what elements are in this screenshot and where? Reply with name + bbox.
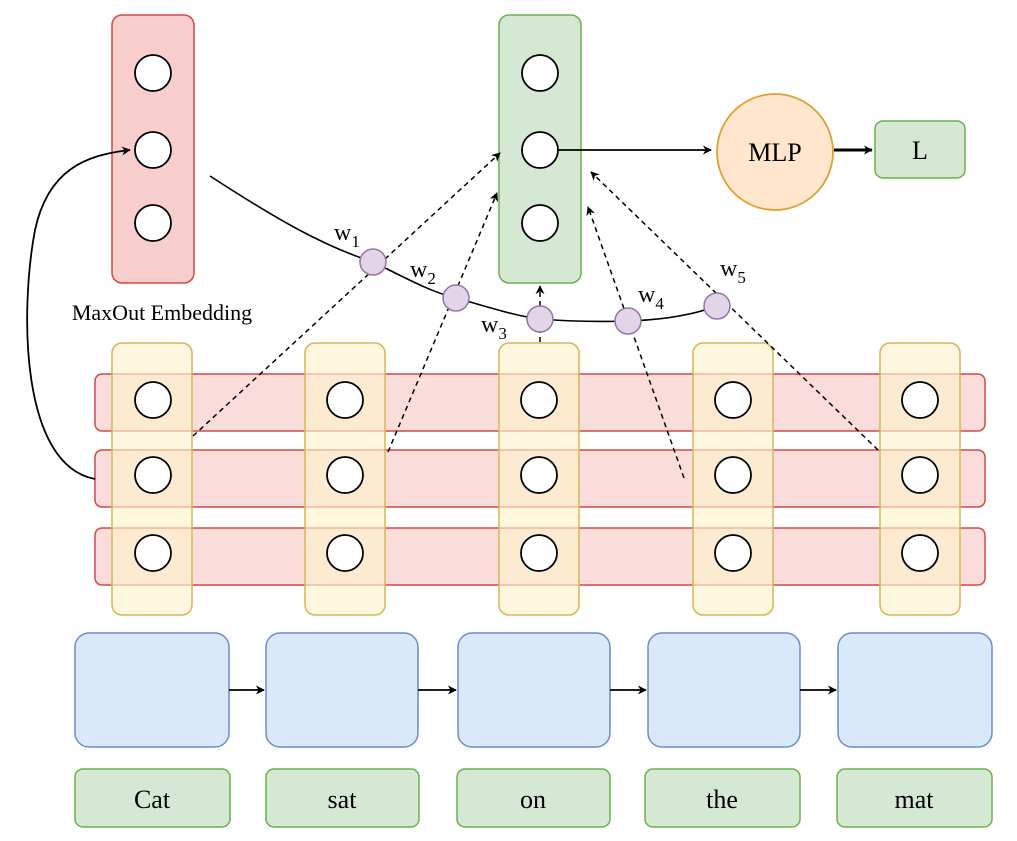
node [326, 534, 364, 572]
weight-node-2 [442, 284, 470, 312]
node [521, 204, 559, 242]
node [714, 534, 752, 572]
weight-node-1 [359, 248, 387, 276]
weight-node-5 [703, 292, 731, 320]
word-box-4 [644, 768, 801, 828]
word-box-1 [74, 768, 231, 828]
weight-label-1: w1 [334, 220, 360, 251]
loss-label: L [912, 136, 928, 165]
attention-arrow-cat [192, 152, 501, 437]
node [520, 456, 558, 494]
grid-nodes [134, 381, 939, 572]
attention-arrow-mat [590, 171, 879, 451]
encoder-cell-1 [74, 632, 230, 748]
weight-nodes [359, 248, 731, 335]
word-box-5 [836, 768, 993, 828]
node [326, 456, 364, 494]
word-label-4: the [706, 785, 738, 814]
node [901, 456, 939, 494]
attention-arrow-the [586, 206, 685, 479]
maxout-loop-arrow [26, 146, 131, 480]
loss-box [874, 120, 966, 179]
weight-label-2: w2 [410, 257, 436, 288]
encoder-cell-3 [457, 632, 611, 748]
node [326, 381, 364, 419]
node [714, 381, 752, 419]
node [520, 534, 558, 572]
node [134, 131, 172, 169]
word-label-1: Cat [134, 785, 171, 814]
node [901, 381, 939, 419]
loss-node: L [874, 120, 966, 179]
word-box-3 [456, 768, 611, 828]
word-label-2: sat [328, 785, 358, 814]
mlp-circle [716, 93, 834, 211]
attention-output-column [498, 14, 582, 284]
word-box-2 [265, 768, 420, 828]
attention-arrow-sat [387, 192, 499, 453]
mlp-node: MLP [716, 93, 834, 211]
weight-labels: w1 w2 w3 w4 w5 [334, 220, 746, 343]
node [134, 456, 172, 494]
node [134, 204, 172, 242]
maxout-embedding-label: MaxOut Embedding [72, 300, 252, 325]
word-boxes: Cat sat on the mat [74, 768, 993, 828]
encoder-cells [74, 632, 993, 748]
encoder-cell-4 [647, 632, 801, 748]
node [134, 54, 172, 92]
node [521, 131, 559, 169]
weight-label-5: w5 [720, 256, 746, 287]
weight-node-4 [614, 307, 642, 335]
node [520, 381, 558, 419]
word-label-5: mat [895, 785, 935, 814]
weight-label-4: w4 [638, 282, 664, 313]
encoder-cell-5 [837, 632, 993, 748]
maxout-embedding-column [111, 14, 195, 284]
mlp-label: MLP [748, 138, 801, 167]
node [134, 534, 172, 572]
weight-node-3 [526, 305, 554, 333]
node [134, 381, 172, 419]
node [521, 54, 559, 92]
node [901, 534, 939, 572]
encoder-cell-2 [265, 632, 419, 748]
node [714, 456, 752, 494]
word-label-3: on [520, 785, 546, 814]
weight-label-3: w3 [481, 312, 507, 343]
